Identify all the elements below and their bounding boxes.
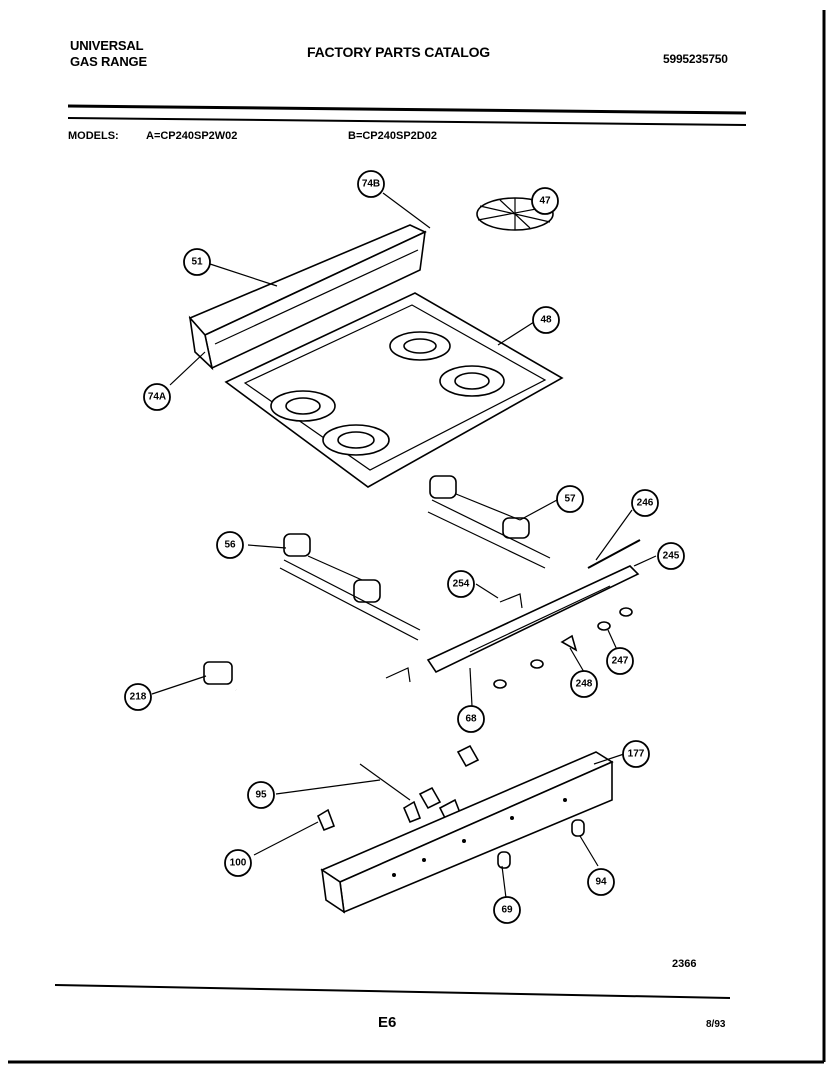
svg-text:74A: 74A: [148, 392, 166, 403]
clip-part-254: [499, 593, 523, 609]
svg-text:94: 94: [595, 877, 607, 888]
svg-text:247: 247: [612, 656, 629, 667]
svg-text:69: 69: [501, 905, 513, 916]
svg-text:74B: 74B: [362, 179, 380, 190]
callout-100: 100: [224, 849, 252, 877]
svg-text:68: 68: [465, 714, 477, 725]
callout-248: 248: [570, 670, 598, 698]
revision-date: 8/93: [706, 1019, 726, 1030]
svg-text:95: 95: [255, 790, 267, 801]
svg-text:100: 100: [230, 858, 247, 869]
callout-254: 254: [447, 570, 475, 598]
svg-text:177: 177: [628, 749, 645, 760]
catalog-title: FACTORY PARTS CATALOG: [307, 44, 490, 60]
callout-47: 47: [531, 187, 559, 215]
callout-68: 68: [457, 705, 485, 733]
svg-text:57: 57: [564, 494, 576, 505]
callout-95: 95: [247, 781, 275, 809]
model-a: A=CP240SP2W02: [146, 130, 238, 142]
manifold-bracket-part-245: [426, 565, 640, 674]
callout-94: 94: [587, 868, 615, 896]
svg-text:248: 248: [576, 679, 593, 690]
orifice-parts-247-248: [493, 607, 633, 689]
drawing-number: 2366: [672, 958, 697, 970]
brand-line-1: UNIVERSAL: [70, 38, 144, 53]
callout-48: 48: [532, 306, 560, 334]
callout-74A: 74A: [143, 383, 171, 411]
leader-lines: [151, 192, 657, 899]
catalog-part-number: 5995235750: [663, 52, 728, 66]
page-code: E6: [378, 1014, 397, 1031]
manifold-panel-part-177: [320, 751, 614, 914]
rod-part-246: [587, 539, 641, 569]
callout-177: 177: [622, 740, 650, 768]
callout-245: 245: [657, 542, 685, 570]
svg-text:246: 246: [637, 498, 654, 509]
svg-text:47: 47: [539, 196, 551, 207]
callout-218: 218: [124, 683, 152, 711]
svg-text:56: 56: [224, 540, 236, 551]
header-rule-bottom: [67, 117, 747, 126]
callout-69: 69: [493, 896, 521, 924]
cooktop-part-48: [224, 292, 564, 488]
callout-247: 247: [606, 647, 634, 675]
manifold-pipe-part-218: [203, 661, 471, 727]
callout-57: 57: [556, 485, 584, 513]
callout-246: 246: [631, 489, 659, 517]
models-label: MODELS:: [68, 130, 119, 142]
knob-part-94: [571, 819, 585, 837]
brand-line-2: GAS RANGE: [70, 54, 147, 69]
svg-text:48: 48: [540, 315, 552, 326]
burner-assembly-part-56: [279, 533, 421, 641]
header-rule-top: [67, 104, 747, 115]
svg-text:254: 254: [453, 579, 470, 590]
callout-56: 56: [216, 531, 244, 559]
clip-part-254b: [385, 667, 411, 683]
callout-74B: 74B: [357, 170, 385, 198]
svg-text:51: 51: [191, 257, 203, 268]
knob-part-69: [497, 851, 511, 869]
backguard-part-51: [188, 224, 427, 371]
callout-51: 51: [183, 248, 211, 276]
model-b: B=CP240SP2D02: [348, 130, 437, 142]
burner-assembly-part-57: [427, 475, 551, 569]
svg-text:218: 218: [130, 692, 147, 703]
footer-rule: [54, 984, 731, 999]
svg-text:245: 245: [663, 551, 680, 562]
